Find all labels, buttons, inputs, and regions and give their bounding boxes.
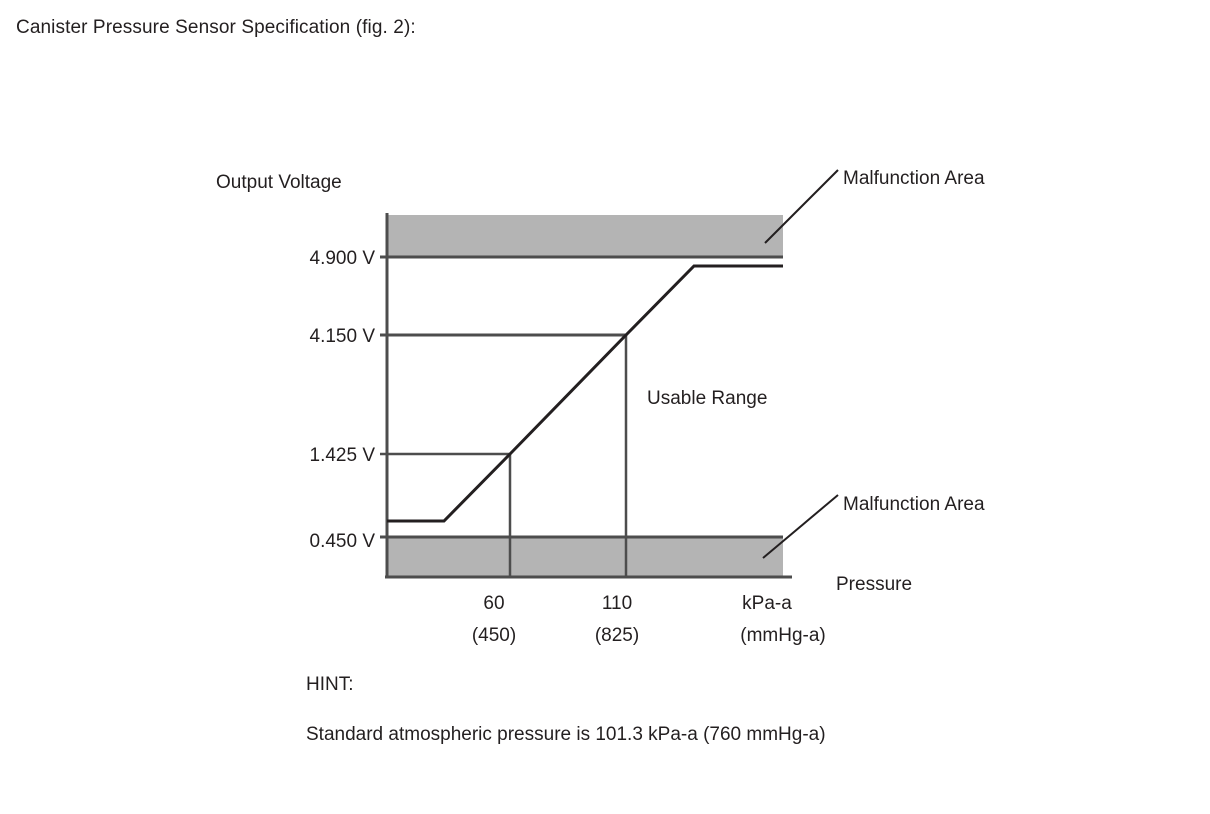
- malfunction-band-upper: [386, 215, 783, 257]
- y-tick-label-0450v: 0.450 V: [310, 531, 376, 552]
- y-axis-title: Output Voltage: [216, 172, 342, 193]
- x-tick-label-60-secondary: (450): [472, 625, 516, 646]
- annotation-malfunction-lower: Malfunction Area: [843, 494, 985, 515]
- hint-text: Standard atmospheric pressure is 101.3 k…: [306, 724, 826, 745]
- x-axis-unit-secondary: (mmHg-a): [740, 625, 826, 646]
- chart-svg: Output Voltage 4.900 V 4.150 V 1.425 V 0…: [216, 168, 985, 646]
- leader-line-malfunction-upper: [764, 169, 839, 244]
- sensor-specification-figure: Output Voltage 4.900 V 4.150 V 1.425 V 0…: [216, 168, 985, 646]
- y-tick-label-4150v: 4.150 V: [310, 326, 376, 347]
- annotation-usable-range: Usable Range: [647, 388, 767, 409]
- x-tick-label-110-secondary: (825): [595, 625, 639, 646]
- leader-line-malfunction-lower: [762, 494, 839, 559]
- sensor-output-curve: [387, 264, 783, 523]
- hint-label: HINT:: [306, 674, 354, 695]
- y-tick-label-4900v: 4.900 V: [310, 248, 376, 269]
- malfunction-band-lower: [386, 537, 783, 577]
- y-tick-label-1425v: 1.425 V: [310, 445, 376, 466]
- page-title: Canister Pressure Sensor Specification (…: [16, 17, 416, 38]
- hint-block: HINT: Standard atmospheric pressure is 1…: [306, 672, 1126, 748]
- x-tick-label-110-primary: 110: [602, 593, 632, 614]
- x-axis-title: Pressure: [836, 574, 912, 595]
- x-tick-label-60-primary: 60: [483, 593, 504, 614]
- annotation-malfunction-upper: Malfunction Area: [843, 168, 985, 189]
- x-axis-unit-primary: kPa-a: [742, 593, 792, 614]
